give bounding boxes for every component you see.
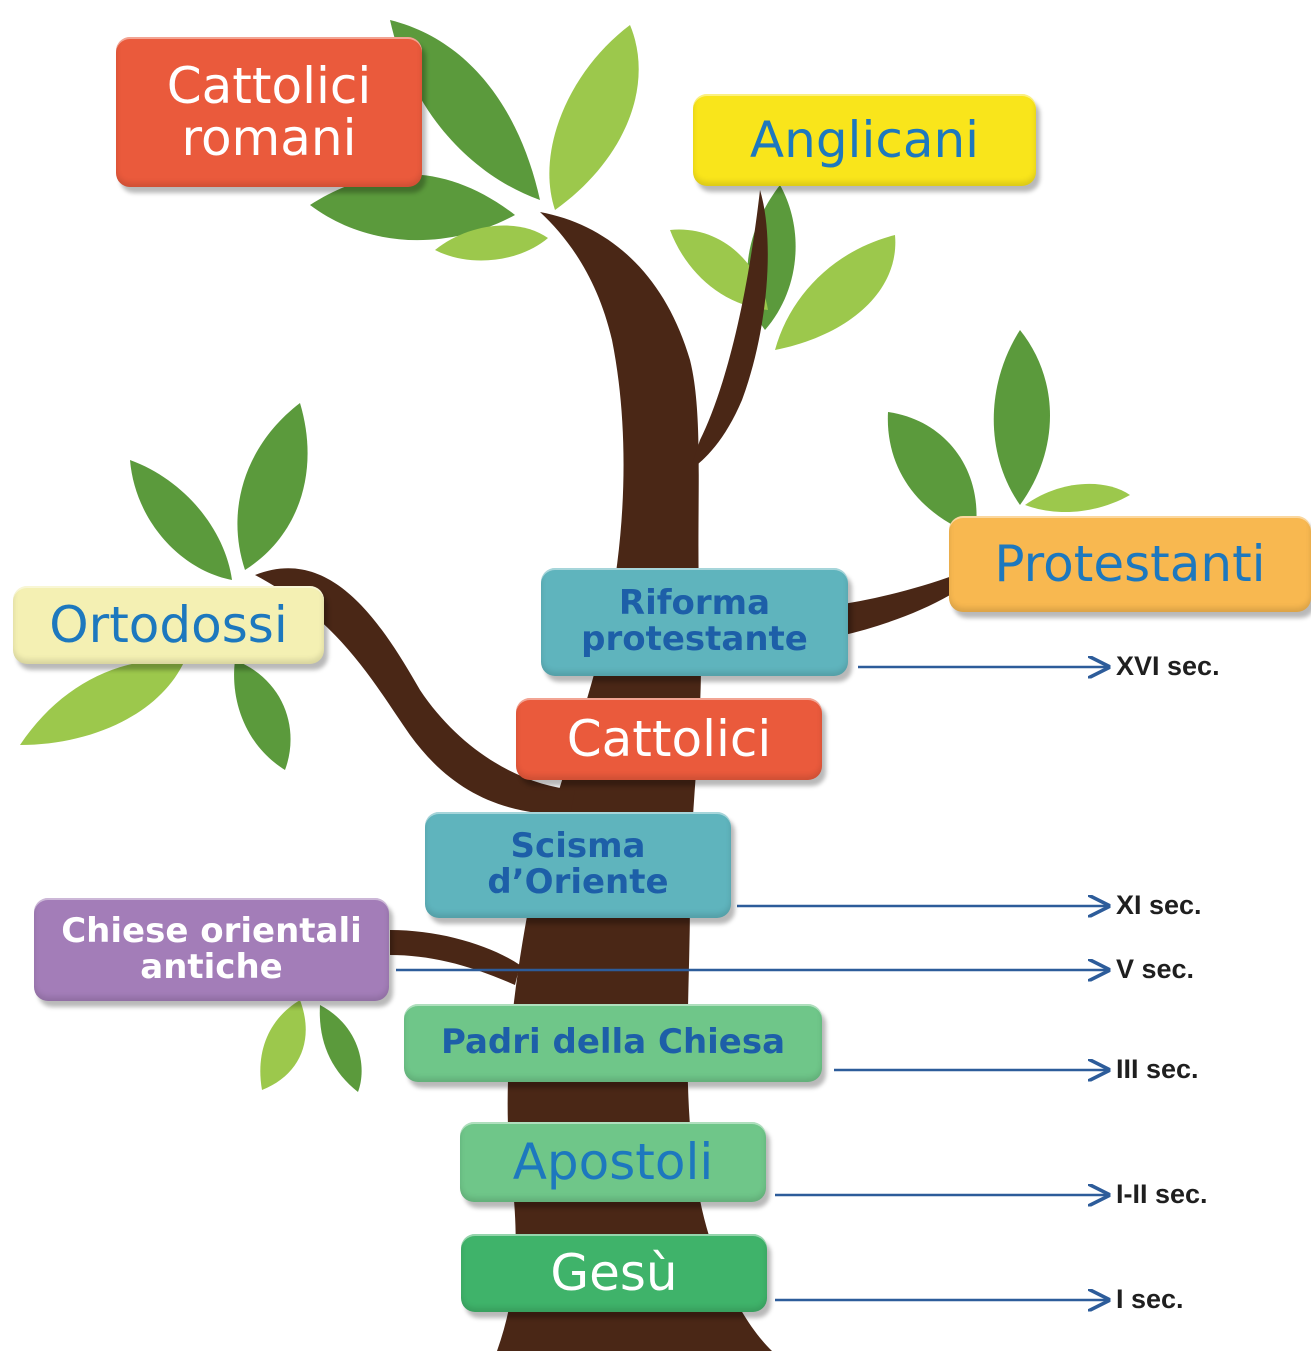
century-xi: XI sec. <box>1116 890 1202 920</box>
label-protestanti: Protestanti <box>994 534 1266 593</box>
century-xvi: XVI sec. <box>1116 651 1220 681</box>
box-apostoli: Apostoli <box>460 1122 766 1202</box>
box-cattolici: Cattolici <box>516 698 822 780</box>
century-v: V sec. <box>1116 954 1195 984</box>
label-anglicani: Anglicani <box>749 110 980 169</box>
century-i-ii: I-II sec. <box>1116 1179 1208 1209</box>
label-cattolici: Cattolici <box>566 709 772 768</box>
timeline-arrows <box>396 667 1108 1300</box>
leaves <box>20 20 1130 1092</box>
century-iii: III sec. <box>1116 1054 1199 1084</box>
label-cattolici-romani: Cattolici romani <box>166 56 372 167</box>
box-riforma-protestante: Riforma protestante <box>541 568 848 676</box>
box-cattolici-romani: Cattolici romani <box>116 37 422 187</box>
label-gesu: Gesù <box>550 1243 678 1302</box>
box-scisma-oriente: Scisma d’Oriente <box>425 812 731 918</box>
label-apostoli: Apostoli <box>512 1132 714 1191</box>
box-gesu: Gesù <box>461 1234 767 1312</box>
label-chiese-orientali-antiche: Chiese orientali antiche <box>61 910 362 987</box>
box-protestanti: Protestanti <box>949 516 1311 612</box>
century-i: I sec. <box>1116 1284 1184 1314</box>
box-chiese-orientali-antiche: Chiese orientali antiche <box>34 898 389 1001</box>
label-padri-della-chiesa: Padri della Chiesa <box>440 1022 786 1063</box>
box-ortodossi: Ortodossi <box>13 586 324 664</box>
label-scisma-oriente: Scisma d’Oriente <box>487 826 669 902</box>
label-riforma-protestante: Riforma protestante <box>581 583 808 659</box>
label-ortodossi: Ortodossi <box>49 595 288 654</box>
box-padri-della-chiesa: Padri della Chiesa <box>404 1004 822 1082</box>
box-anglicani: Anglicani <box>693 94 1036 186</box>
